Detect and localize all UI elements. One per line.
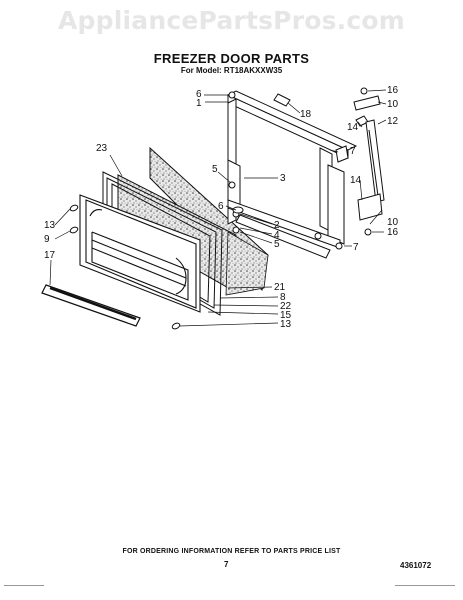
hinge-pin: [365, 119, 385, 203]
callout-10-top: 10: [387, 99, 399, 110]
callout-5-bottom: 5: [274, 239, 280, 250]
callout-16-bottom: 16: [387, 227, 399, 238]
callout-23: 23: [96, 143, 108, 154]
callout-7-bottom: 7: [353, 242, 359, 253]
fasteners: [69, 91, 343, 330]
callout-5-top: 5: [212, 164, 218, 175]
callout-10-bottom: 10: [387, 217, 399, 228]
callout-1: 1: [196, 98, 202, 109]
callout-6b: 6: [218, 201, 224, 212]
print-marks-left: [4, 585, 44, 588]
ordering-info: FOR ORDERING INFORMATION REFER TO PARTS …: [122, 548, 341, 555]
shim-part: [273, 93, 291, 107]
callout-9: 9: [44, 234, 50, 245]
callout-13-bottom: 13: [280, 319, 292, 330]
callout-6: 6: [196, 89, 202, 100]
handle-trim: [41, 284, 141, 327]
leader-lines: [49, 89, 387, 327]
page-title: FREEZER DOOR PARTS: [153, 51, 310, 66]
hinge-bar-top: [226, 90, 358, 159]
callout-22: 22: [280, 301, 292, 312]
watermark: AppliancePartsPros.com: [57, 6, 406, 35]
callout-13-left: 13: [44, 220, 56, 231]
callout-16-top: 16: [387, 85, 399, 96]
bottom-hinge: [357, 193, 383, 236]
top-hinge: [353, 87, 381, 127]
callout-14-top: 14: [347, 122, 359, 133]
callout-8: 8: [280, 292, 286, 303]
callout-17: 17: [44, 250, 56, 261]
callout-14-bottom: 14: [350, 175, 362, 186]
callout-21: 21: [274, 282, 286, 293]
door-frame-right: [319, 147, 345, 245]
callout-15: 15: [280, 310, 292, 321]
page-number: 7: [224, 560, 229, 569]
callout-18: 18: [300, 109, 312, 120]
callout-12: 12: [387, 116, 399, 127]
callout-7-top: 7: [350, 146, 356, 157]
callout-4: 4: [274, 230, 280, 241]
callout-2: 2: [274, 220, 280, 231]
document-number: 4361072: [400, 561, 432, 570]
callout-3: 3: [280, 173, 286, 184]
door-panel: [79, 194, 201, 313]
model-subtitle: For Model: RT18AKXXW35: [180, 66, 283, 75]
print-marks-right: [395, 585, 455, 588]
door-stop: [335, 145, 349, 163]
